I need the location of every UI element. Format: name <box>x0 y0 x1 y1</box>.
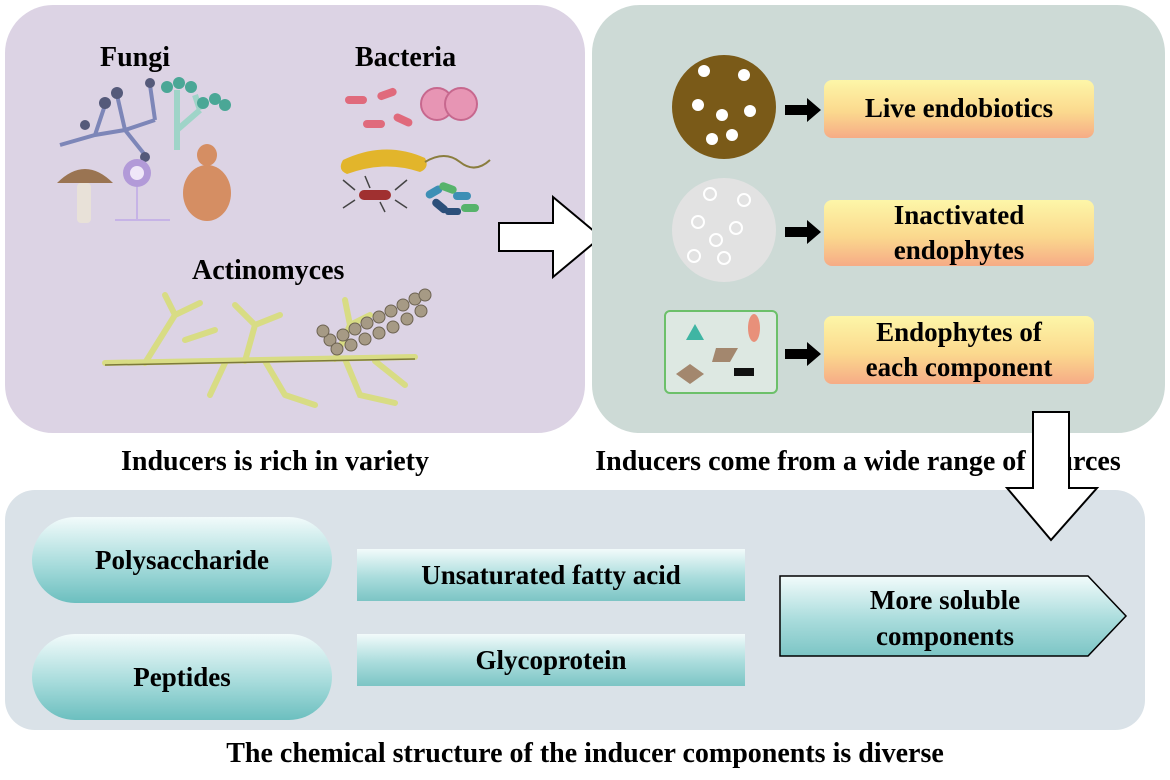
bacteria-label: Bacteria <box>355 42 457 73</box>
fungi-illustration-icon <box>57 77 231 223</box>
inactivated-cell-icon <box>672 178 776 282</box>
inactivated-line-2: endophytes <box>893 235 1025 265</box>
small-black-arrow-icon-3 <box>785 342 821 366</box>
soluble-line-2: components <box>875 621 1014 651</box>
soluble-components-arrow-icon <box>779 575 1128 657</box>
live-cell-icon <box>672 55 776 159</box>
inactivated-line-1: Inactivated <box>893 199 1025 230</box>
fungi-label: Fungi <box>100 42 171 73</box>
live-endobiotics-label: Live endobiotics <box>864 93 1054 124</box>
soluble-line-1: More soluble <box>869 585 1021 615</box>
bacteria-illustration-icon <box>340 87 491 215</box>
small-black-arrow-icon-1 <box>785 98 821 122</box>
inactivated-endophytes-box: Inactivated endophytes <box>824 200 1094 266</box>
actinomyces-illustration-icon <box>102 288 432 408</box>
components-icon <box>664 310 778 394</box>
endophytes-component-box: Endophytes of each component <box>824 316 1094 384</box>
bar-unsaturated-fatty-acid: Unsaturated fatty acid <box>357 549 745 601</box>
bar-glycoprotein: Glycoprotein <box>357 634 745 686</box>
big-right-arrow-icon <box>498 194 603 280</box>
pill-polysaccharide: Polysaccharide <box>32 517 332 603</box>
small-black-arrow-icon-2 <box>785 220 821 244</box>
left-caption: Inducers is rich in variety <box>121 446 429 477</box>
pill-peptides: Peptides <box>32 634 332 720</box>
component-line-1: Endophytes of <box>876 316 1042 347</box>
bottom-caption: The chemical structure of the inducer co… <box>226 738 944 769</box>
big-down-arrow-icon <box>1004 411 1100 542</box>
component-line-2: each component <box>865 352 1053 382</box>
soluble-components-label: More soluble components <box>780 582 1110 654</box>
live-endobiotics-box: Live endobiotics <box>824 80 1094 138</box>
actinomyces-label: Actinomyces <box>192 255 345 286</box>
